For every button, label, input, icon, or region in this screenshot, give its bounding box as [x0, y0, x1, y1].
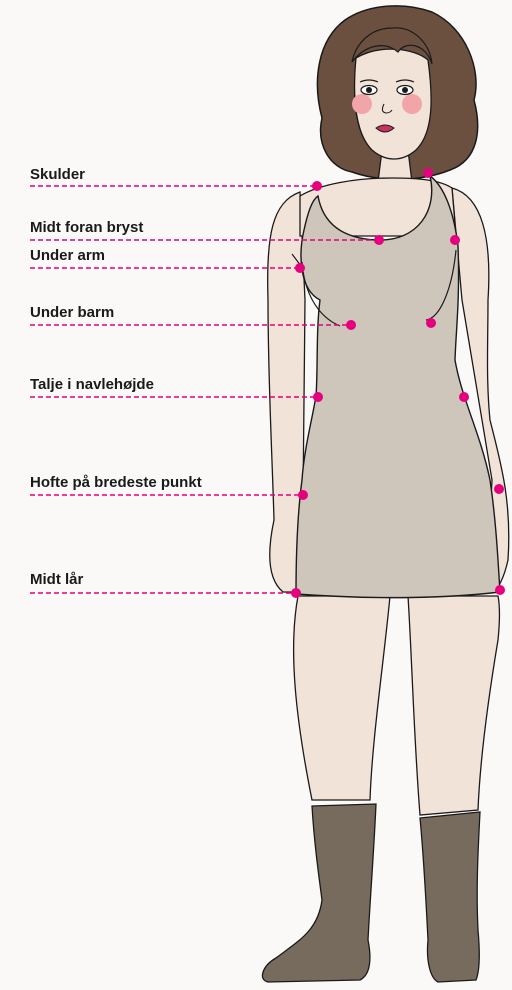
right-leg — [408, 596, 500, 815]
marker-hip-right — [494, 484, 504, 494]
left-cheek — [352, 94, 372, 114]
marker-mid-chest — [374, 235, 384, 245]
label-hip: Hofte på bredeste punkt — [30, 474, 202, 492]
label-waist: Talje i navlehøjde — [30, 376, 154, 394]
marker-hip-left — [298, 490, 308, 500]
left-sock — [262, 804, 376, 982]
left-leg — [294, 596, 390, 800]
marker-under-bust-right — [426, 318, 436, 328]
label-under-bust: Under barm — [30, 304, 114, 322]
marker-waist-left — [313, 392, 323, 402]
label-mid-chest: Midt foran bryst — [30, 219, 143, 237]
label-under-arm: Under arm — [30, 247, 105, 265]
marker-thigh-left — [291, 588, 301, 598]
marker-shoulder-left — [312, 181, 322, 191]
right-sock — [420, 812, 480, 982]
label-shoulder: Skulder — [30, 166, 85, 184]
marker-shoulder-right — [423, 168, 433, 178]
right-pupil — [402, 87, 408, 93]
marker-thigh-right — [495, 585, 505, 595]
marker-under-bust-left — [346, 320, 356, 330]
marker-chest-right — [450, 235, 460, 245]
marker-under-arm — [295, 263, 305, 273]
left-pupil — [366, 87, 372, 93]
marker-waist-right — [459, 392, 469, 402]
label-mid-thigh: Midt lår — [30, 571, 83, 589]
right-cheek — [402, 94, 422, 114]
